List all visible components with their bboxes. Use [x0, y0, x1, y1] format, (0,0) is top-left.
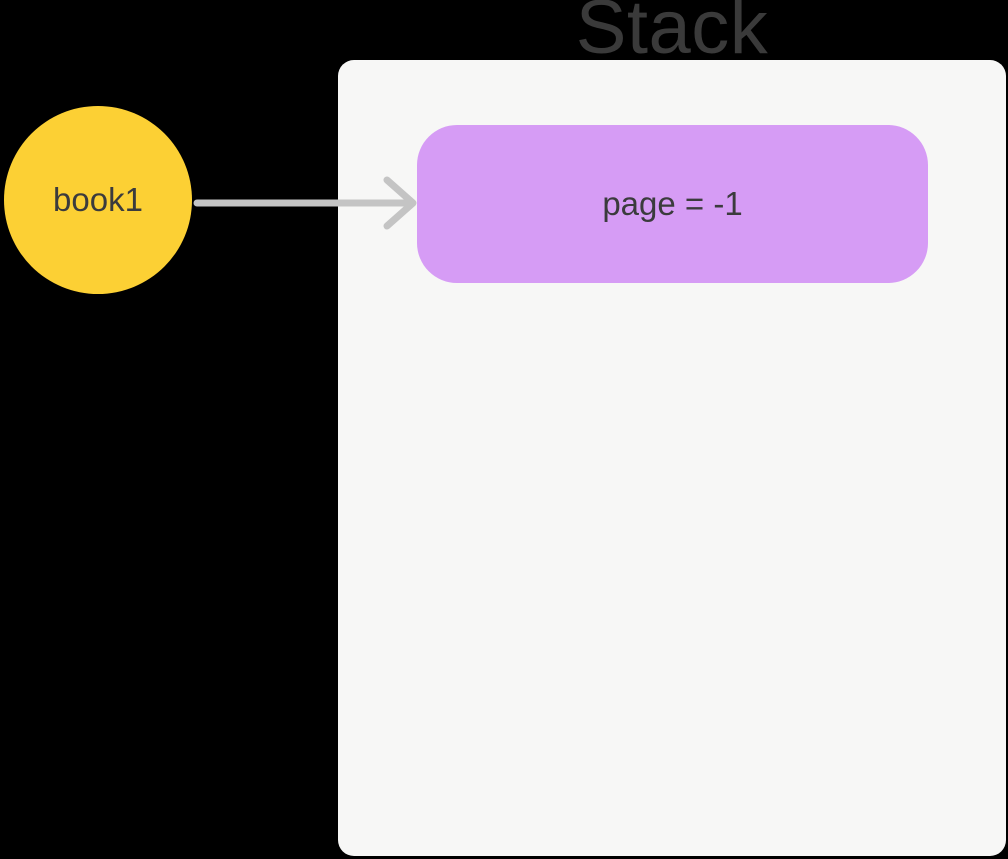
stack-class-title: Stack [575, 0, 769, 70]
attribute-pill-page: page = -1 [417, 125, 928, 283]
variable-label: book1 [53, 181, 143, 218]
attribute-label: page = -1 [602, 185, 743, 222]
variable-node-book1: book1 [4, 106, 192, 294]
